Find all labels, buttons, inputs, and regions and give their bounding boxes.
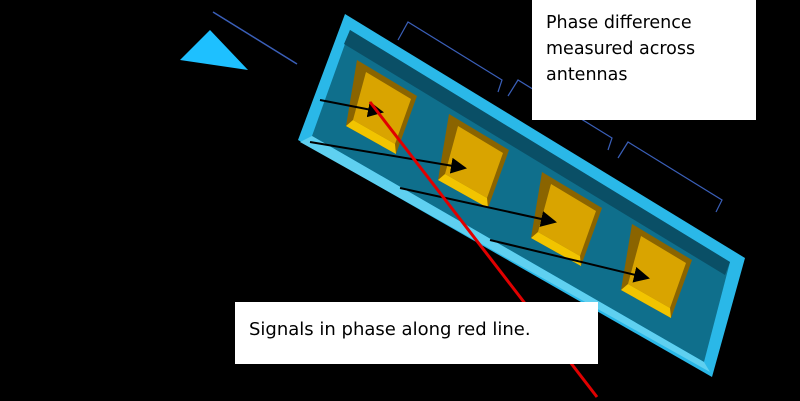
antenna-patch-2: [438, 114, 509, 208]
signals-in-phase-text: Signals in phase along red line.: [249, 319, 531, 340]
antenna-patch-3: [531, 172, 602, 266]
signal-arrow-2: [309, 141, 467, 174]
antenna-patch-4: [621, 224, 692, 318]
signal-arrow-4: [489, 239, 650, 283]
phase-difference-callout: Phase difference measured across antenna…: [532, 0, 756, 120]
wavefront-line: [212, 11, 298, 65]
phase-difference-line-3: antennas: [546, 65, 628, 85]
source-wedge: [180, 30, 248, 70]
phase-difference-line-1: Phase difference: [546, 13, 692, 33]
signal-arrow-3: [399, 187, 557, 227]
signal-arrow-1: [319, 99, 384, 118]
signals-in-phase-callout: Signals in phase along red line.: [235, 302, 598, 364]
phase-difference-line-2: measured across: [546, 39, 696, 59]
